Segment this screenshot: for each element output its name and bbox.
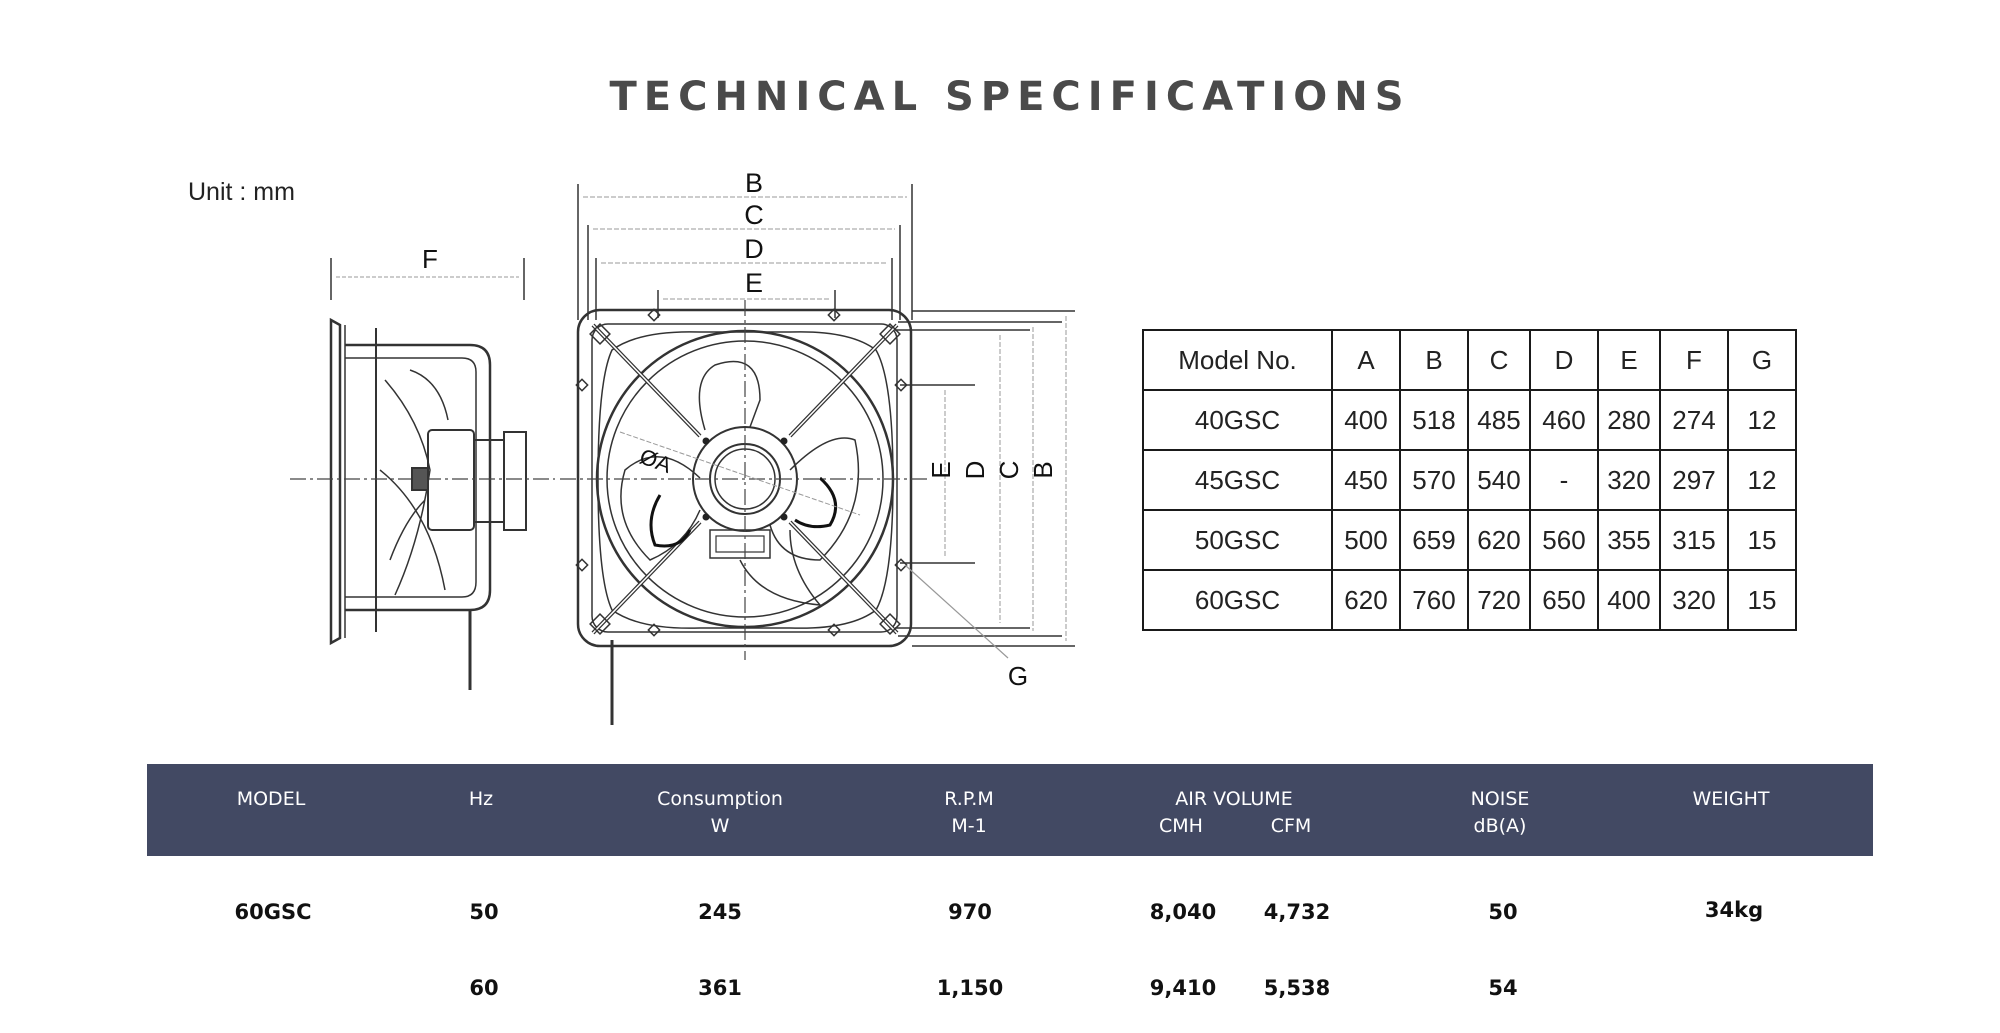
col-header-e: E xyxy=(1597,329,1661,391)
front-view xyxy=(560,184,1075,725)
header-model: MODEL xyxy=(237,786,306,813)
dimension-table-header-row: Model No. A B C D E F G xyxy=(1142,329,1797,391)
value-cmh: 9,410 xyxy=(1149,976,1217,1000)
cell-e: 400 xyxy=(1597,569,1661,631)
value-cmh: 8,040 xyxy=(1149,900,1217,924)
header-cmh: CMH xyxy=(1159,813,1203,840)
cell-e: 355 xyxy=(1597,509,1661,571)
header-hz-label: Hz xyxy=(468,788,494,810)
cell-b: 570 xyxy=(1399,449,1469,511)
header-model-label: MODEL xyxy=(236,788,306,810)
value-rpm: 970 xyxy=(948,900,992,924)
cell-a: 400 xyxy=(1331,389,1401,451)
col-header-f: F xyxy=(1659,329,1729,391)
dim-label-b-side: B xyxy=(1028,461,1058,478)
value-model: 60GSC xyxy=(234,900,312,924)
value-cfm: 5,538 xyxy=(1263,976,1331,1000)
cell-model: 50GSC xyxy=(1142,509,1333,571)
unit-label: Unit : mm xyxy=(188,178,295,206)
cell-a: 500 xyxy=(1331,509,1401,571)
spec-row-50hz: 60GSC 50 245 970 8,040 4,732 50 34kg xyxy=(147,898,1873,940)
dim-label-e-top: E xyxy=(745,268,763,298)
dim-label-f: F xyxy=(422,244,438,274)
dim-label-d-side: D xyxy=(960,461,990,480)
col-header-c: C xyxy=(1467,329,1531,391)
page-title: TECHNICAL SPECIFICATIONS xyxy=(609,74,1411,120)
header-weight-label: WEIGHT xyxy=(1692,788,1770,810)
value-hz: 60 xyxy=(469,976,499,1000)
cell-model: 45GSC xyxy=(1142,449,1333,511)
table-row: 60GSC 620 760 720 650 400 320 15 xyxy=(1142,569,1797,631)
header-noise: NOISE dB(A) xyxy=(1471,786,1530,840)
spec-row-60hz: 60 361 1,150 9,410 5,538 54 xyxy=(147,976,1873,1016)
col-header-model-no: Model No. xyxy=(1142,329,1333,391)
value-noise: 50 xyxy=(1488,900,1518,924)
dim-label-c-side: C xyxy=(994,461,1024,480)
col-header-a: A xyxy=(1331,329,1401,391)
cell-c: 540 xyxy=(1467,449,1531,511)
header-cfm-label: CFM xyxy=(1270,815,1312,837)
header-cmh-label: CMH xyxy=(1159,815,1203,837)
value-weight: 34kg xyxy=(1704,898,1764,922)
header-cfm: CFM xyxy=(1271,813,1312,840)
dim-label-d-top: D xyxy=(744,234,764,264)
cell-g: 12 xyxy=(1727,449,1797,511)
dim-label-e-side: E xyxy=(926,461,956,478)
value-rpm: 1,150 xyxy=(936,976,1004,1000)
cell-b: 659 xyxy=(1399,509,1469,571)
col-header-d: D xyxy=(1529,329,1599,391)
cell-model: 40GSC xyxy=(1142,389,1333,451)
cell-f: 315 xyxy=(1659,509,1729,571)
dimension-table: Model No. A B C D E F G 40GSC 400 518 48… xyxy=(1142,329,1797,631)
cell-a: 620 xyxy=(1331,569,1401,631)
value-hz: 50 xyxy=(469,900,499,924)
value-consumption: 361 xyxy=(698,976,742,1000)
cell-f: 274 xyxy=(1659,389,1729,451)
header-hz: Hz xyxy=(469,786,493,813)
header-rpm-label: R.P.M xyxy=(944,788,994,810)
cell-f: 297 xyxy=(1659,449,1729,511)
cell-g: 12 xyxy=(1727,389,1797,451)
spec-table-header: MODEL Hz Consumption W R.P.M M-1 AIR VOL… xyxy=(147,764,1873,856)
cell-f: 320 xyxy=(1659,569,1729,631)
table-row: 50GSC 500 659 620 560 355 315 15 xyxy=(1142,509,1797,571)
cell-b: 760 xyxy=(1399,569,1469,631)
value-consumption: 245 xyxy=(698,900,742,924)
header-rpm: R.P.M M-1 xyxy=(944,786,994,840)
cell-model: 60GSC xyxy=(1142,569,1333,631)
dim-label-c-top: C xyxy=(744,200,764,230)
cell-g: 15 xyxy=(1727,569,1797,631)
cell-e: 280 xyxy=(1597,389,1661,451)
header-consumption-unit: W xyxy=(710,815,730,837)
header-air-volume-label: AIR VOLUME xyxy=(1175,788,1293,810)
value-noise: 54 xyxy=(1488,976,1518,1000)
cell-d: - xyxy=(1529,449,1599,511)
fan-dimension-drawing: F B C D E ØA E D C B G xyxy=(290,168,1075,725)
cell-b: 518 xyxy=(1399,389,1469,451)
header-consumption: Consumption W xyxy=(657,786,783,840)
header-noise-label: NOISE xyxy=(1470,788,1530,810)
col-header-b: B xyxy=(1399,329,1469,391)
cell-d: 560 xyxy=(1529,509,1599,571)
header-consumption-label: Consumption xyxy=(657,788,783,810)
dim-label-g: G xyxy=(1008,661,1028,691)
cell-c: 620 xyxy=(1467,509,1531,571)
cell-c: 485 xyxy=(1467,389,1531,451)
header-noise-unit: dB(A) xyxy=(1473,815,1527,837)
cell-a: 450 xyxy=(1331,449,1401,511)
cell-c: 720 xyxy=(1467,569,1531,631)
value-cfm: 4,732 xyxy=(1263,900,1331,924)
cell-g: 15 xyxy=(1727,509,1797,571)
table-row: 40GSC 400 518 485 460 280 274 12 xyxy=(1142,389,1797,451)
table-row: 45GSC 450 570 540 - 320 297 12 xyxy=(1142,449,1797,511)
cell-d: 650 xyxy=(1529,569,1599,631)
cell-e: 320 xyxy=(1597,449,1661,511)
col-header-g: G xyxy=(1727,329,1797,391)
header-weight: WEIGHT xyxy=(1692,786,1769,813)
dim-label-b-top: B xyxy=(745,168,763,198)
cell-d: 460 xyxy=(1529,389,1599,451)
header-rpm-unit: M-1 xyxy=(951,815,987,837)
header-air-volume: AIR VOLUME xyxy=(1175,786,1292,813)
side-view xyxy=(290,258,555,690)
